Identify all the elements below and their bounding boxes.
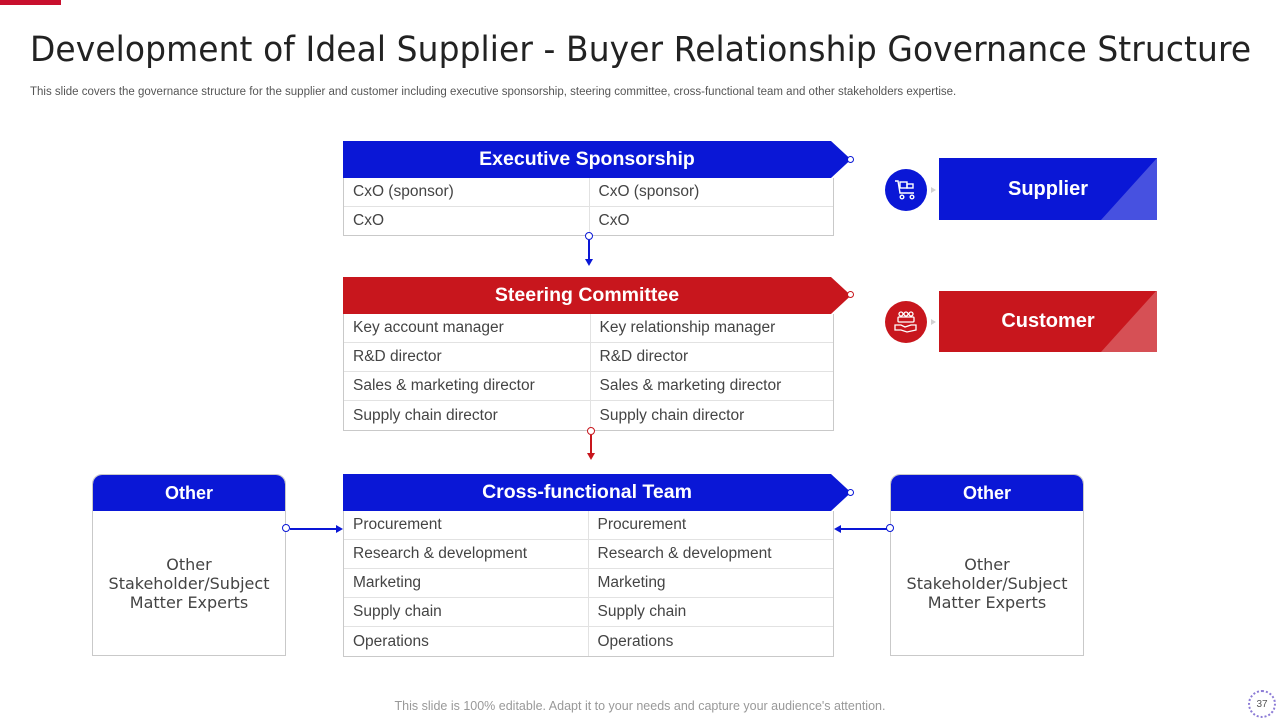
table-row: Key account manager Key relationship man… bbox=[344, 314, 833, 343]
connector-node bbox=[587, 427, 595, 435]
table-row: CxO (sponsor) CxO (sponsor) bbox=[344, 178, 833, 207]
executive-header-node bbox=[847, 156, 854, 163]
arrow-left-icon bbox=[834, 525, 841, 533]
table-cell: CxO (sponsor) bbox=[344, 178, 590, 206]
connector-node bbox=[282, 524, 290, 532]
supplier-legend: Supplier bbox=[939, 158, 1157, 220]
table-row: R&D director R&D director bbox=[344, 343, 833, 372]
table-row: Supply chain Supply chain bbox=[344, 598, 833, 627]
executive-table: CxO (sponsor) CxO (sponsor) CxO CxO bbox=[343, 178, 834, 236]
table-cell: Marketing bbox=[344, 569, 589, 597]
page-subtitle: This slide covers the governance structu… bbox=[30, 86, 957, 98]
other-left-box: Other Other Stakeholder/Subject Matter E… bbox=[92, 474, 286, 656]
table-cell: Key relationship manager bbox=[599, 319, 776, 336]
table-cell: CxO bbox=[598, 212, 630, 229]
steering-committee-header: Steering Committee bbox=[343, 277, 851, 314]
customer-hand-icon bbox=[885, 301, 927, 343]
table-cell: Research & development bbox=[344, 540, 589, 568]
arrow-down-icon bbox=[587, 453, 595, 460]
table-cell: CxO (sponsor) bbox=[598, 183, 700, 200]
table-row: Operations Operations bbox=[344, 627, 833, 656]
connector-line bbox=[590, 435, 592, 454]
arrow-right-icon bbox=[336, 525, 343, 533]
table-row: Supply chain director Supply chain direc… bbox=[344, 401, 833, 430]
other-left-title: Other bbox=[93, 475, 285, 511]
table-cell: Key account manager bbox=[344, 314, 591, 342]
executive-sponsorship-header: Executive Sponsorship bbox=[343, 141, 851, 178]
other-right-box: Other Other Stakeholder/Subject Matter E… bbox=[890, 474, 1084, 656]
legend-shade bbox=[1101, 158, 1157, 220]
table-cell: CxO bbox=[344, 207, 590, 235]
table-row: CxO CxO bbox=[344, 207, 833, 235]
connector-node bbox=[585, 232, 593, 240]
other-right-title: Other bbox=[891, 475, 1083, 511]
page-title: Development of Ideal Supplier - Buyer Re… bbox=[30, 30, 1252, 70]
steering-header-node bbox=[847, 291, 854, 298]
cross-table: Procurement Procurement Research & devel… bbox=[343, 511, 834, 657]
cross-functional-title: Cross-functional Team bbox=[482, 481, 692, 503]
table-cell: Sales & marketing director bbox=[344, 372, 591, 400]
connector-line bbox=[588, 240, 590, 260]
table-cell: Procurement bbox=[597, 516, 687, 533]
table-cell: Supply chain director bbox=[344, 401, 591, 430]
legend-shade bbox=[1101, 291, 1157, 352]
table-cell: R&D director bbox=[344, 343, 591, 371]
legend-pointer bbox=[931, 319, 936, 325]
page-number: 37 bbox=[1248, 690, 1276, 718]
executive-sponsorship-title: Executive Sponsorship bbox=[479, 148, 695, 170]
steering-table: Key account manager Key relationship man… bbox=[343, 314, 834, 431]
supplier-label: Supplier bbox=[1007, 177, 1088, 200]
table-cell: Supply chain bbox=[597, 603, 687, 620]
cross-functional-header: Cross-functional Team bbox=[343, 474, 851, 511]
other-right-body: Other Stakeholder/Subject Matter Experts bbox=[906, 554, 1068, 612]
connector-line bbox=[841, 528, 887, 530]
table-cell: Supply chain director bbox=[599, 406, 745, 424]
other-left-body: Other Stakeholder/Subject Matter Experts bbox=[108, 554, 270, 612]
arrow-down-icon bbox=[585, 259, 593, 266]
table-cell: Sales & marketing director bbox=[599, 377, 782, 394]
connector-node bbox=[886, 524, 894, 532]
table-cell: Procurement bbox=[344, 511, 589, 539]
table-cell: Operations bbox=[344, 627, 589, 656]
table-row: Sales & marketing director Sales & marke… bbox=[344, 372, 833, 401]
customer-legend: Customer bbox=[939, 291, 1157, 352]
delivery-cart-icon bbox=[885, 169, 927, 211]
table-cell: Supply chain bbox=[344, 598, 589, 626]
cross-header-node bbox=[847, 489, 854, 496]
table-cell: R&D director bbox=[599, 348, 689, 365]
table-row: Research & development Research & develo… bbox=[344, 540, 833, 569]
top-accent-bar bbox=[0, 0, 61, 5]
table-cell: Research & development bbox=[597, 545, 772, 562]
connector-line bbox=[290, 528, 336, 530]
table-cell: Marketing bbox=[597, 574, 666, 591]
table-cell: Operations bbox=[597, 632, 674, 650]
customer-label: Customer bbox=[1001, 310, 1095, 332]
table-row: Procurement Procurement bbox=[344, 511, 833, 540]
steering-committee-title: Steering Committee bbox=[494, 284, 680, 306]
footer-note: This slide is 100% editable. Adapt it to… bbox=[394, 699, 886, 713]
table-row: Marketing Marketing bbox=[344, 569, 833, 598]
legend-pointer bbox=[931, 187, 936, 193]
